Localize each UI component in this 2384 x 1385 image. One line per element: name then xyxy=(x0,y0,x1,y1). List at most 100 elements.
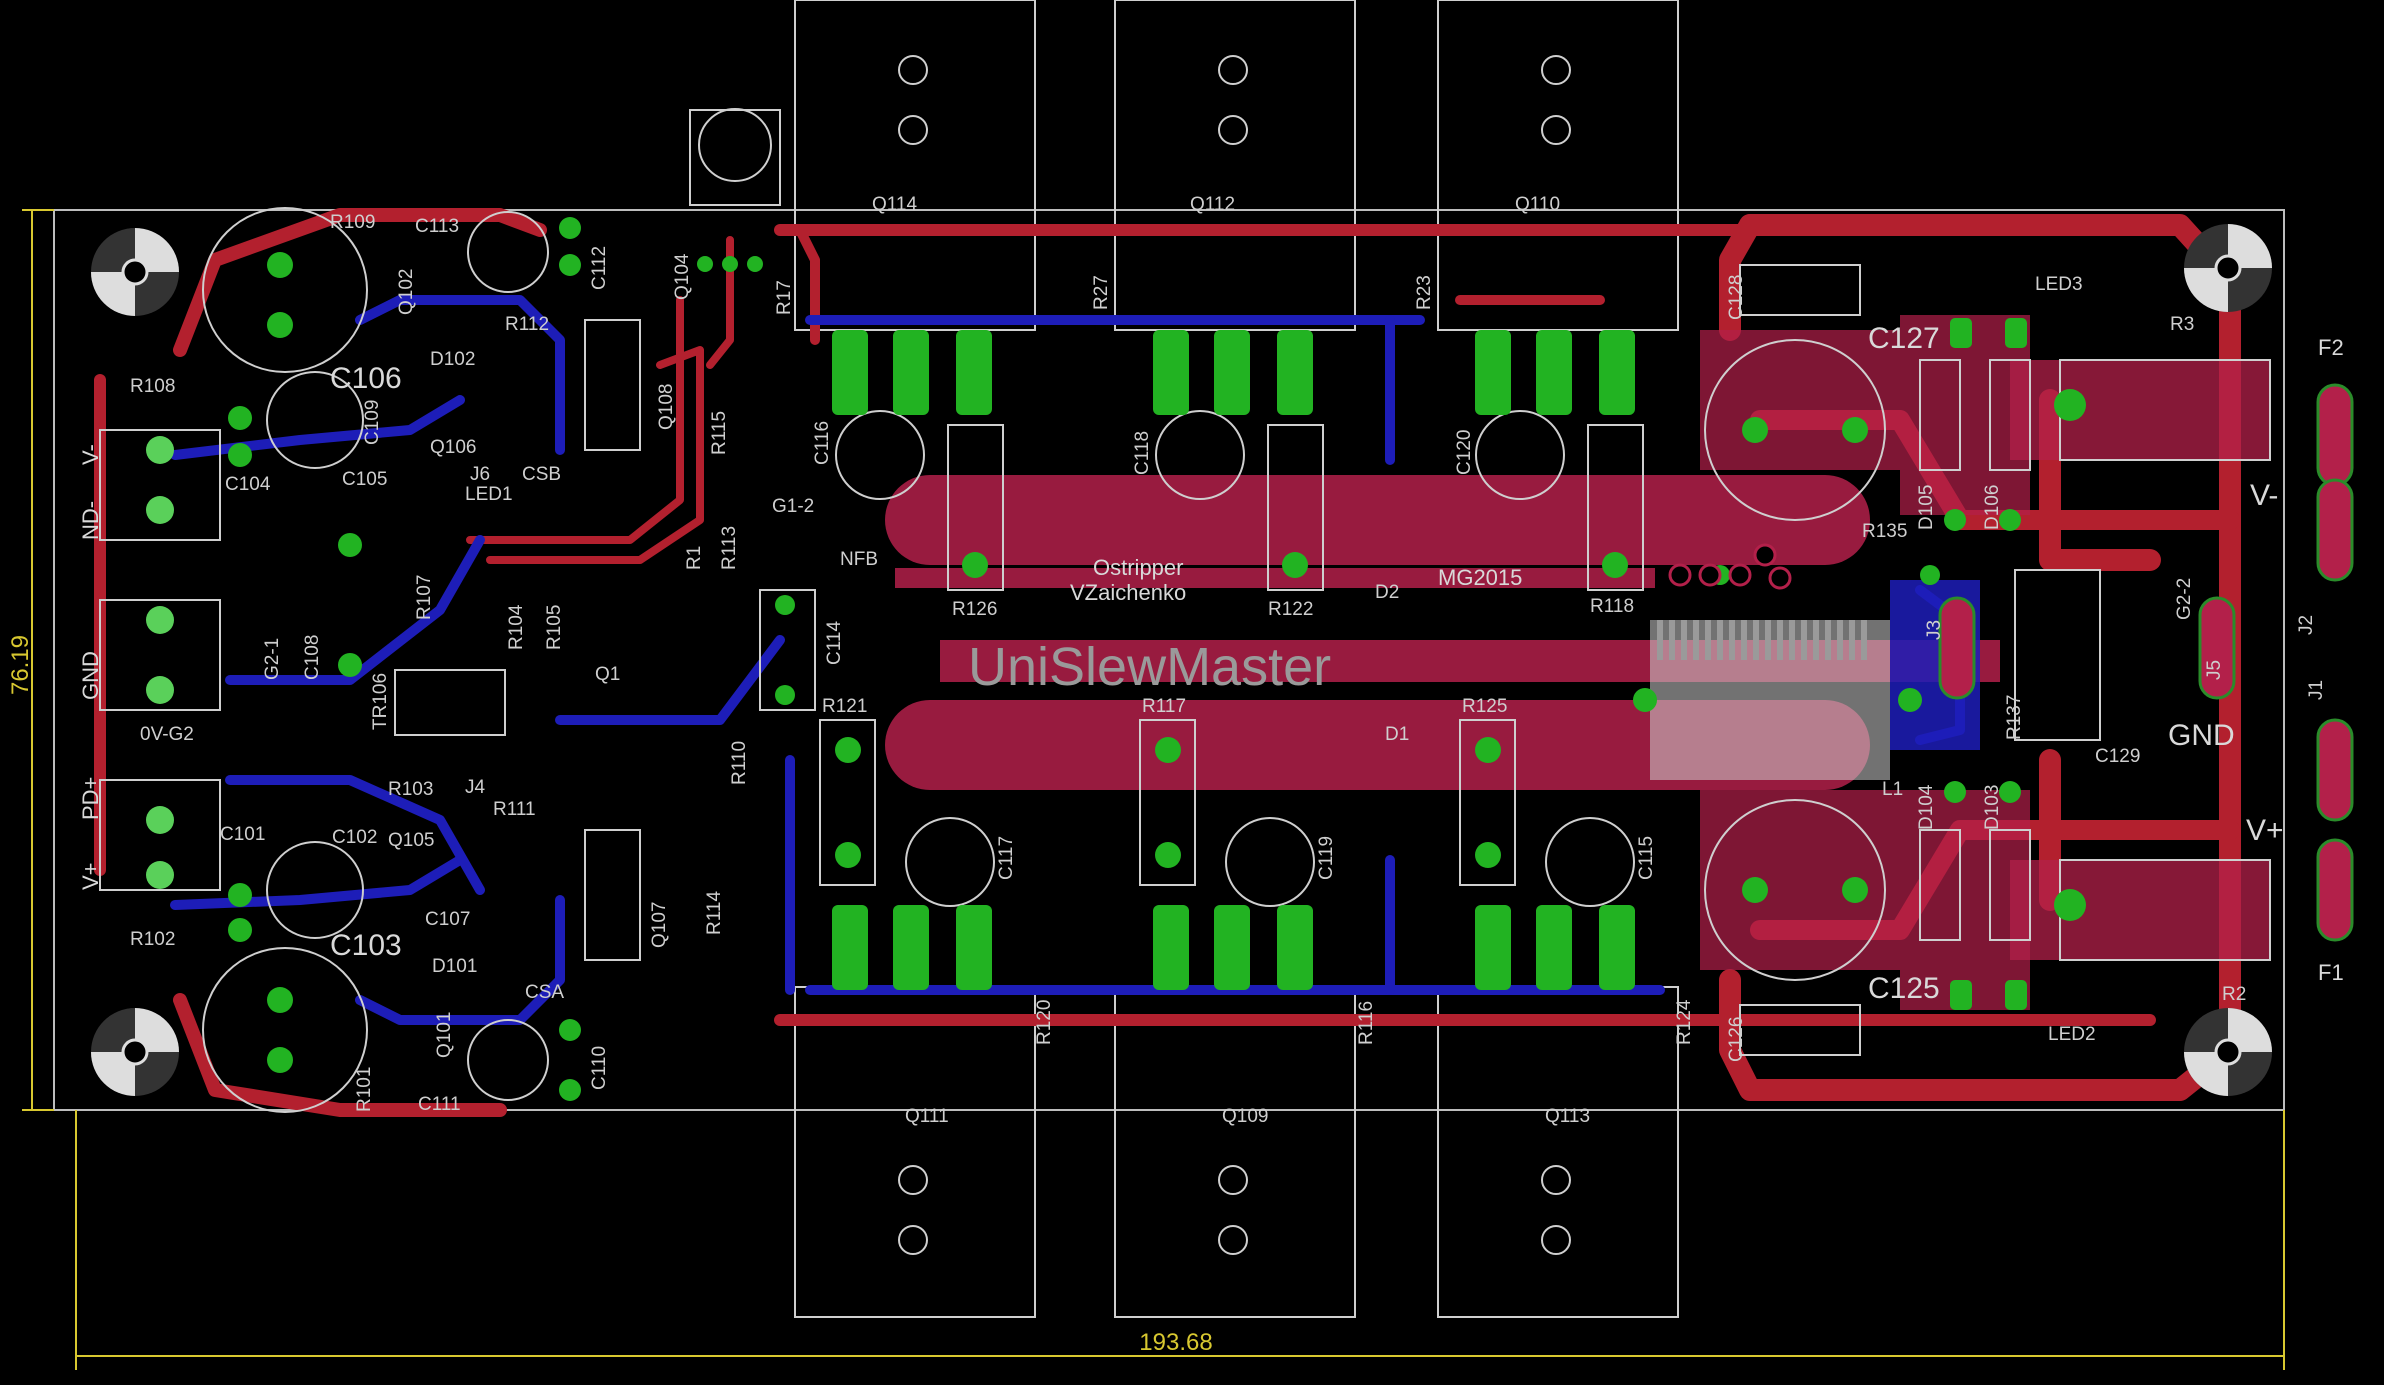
label-c106: C106 xyxy=(330,362,402,395)
label-c128: C128 xyxy=(1726,275,1747,320)
label-r17: R17 xyxy=(774,280,795,315)
board-width-dimension: 193.68 xyxy=(1139,1329,1212,1356)
label-c120: C120 xyxy=(1454,430,1475,475)
label-r113: R113 xyxy=(719,526,740,570)
ov-g2-label: 0V-G2 xyxy=(140,724,194,745)
label-r135: R135 xyxy=(1862,521,1907,542)
label-j4: J4 xyxy=(465,777,486,798)
mounting-hole-icon xyxy=(91,1008,179,1096)
label-r121: R121 xyxy=(822,696,867,717)
label-r27: R27 xyxy=(1091,275,1112,310)
label-c108: C108 xyxy=(302,635,323,680)
label-led1: LED1 xyxy=(465,484,513,505)
label-q102: Q102 xyxy=(396,269,417,315)
label-r108: R108 xyxy=(130,376,175,397)
author-line-2: VZaichenko xyxy=(1070,580,1186,605)
g1-2-label: G1-2 xyxy=(772,496,814,517)
label-csb: CSB xyxy=(522,464,561,485)
label-d104: D104 xyxy=(1916,784,1937,830)
label-c103: C103 xyxy=(330,929,402,962)
v-minus-left-label: V- xyxy=(78,444,103,465)
label-c111: C111 xyxy=(418,1094,461,1115)
label-d106: D106 xyxy=(1982,485,2003,530)
capacitor-outlines xyxy=(202,108,1886,1113)
mounting-hole-icon xyxy=(2184,224,2272,312)
label-r2: R2 xyxy=(2222,984,2246,1005)
label-r102: R102 xyxy=(130,929,175,950)
j1-label: J1 xyxy=(2306,680,2327,700)
label-c126: C126 xyxy=(1726,1017,1747,1062)
board-outline xyxy=(53,209,2285,1111)
component-outlines xyxy=(99,109,2271,1056)
inductor-l1 xyxy=(1650,620,1890,780)
mounting-hole-icon xyxy=(91,228,179,316)
g2-2-label: G2-2 xyxy=(2174,578,2195,620)
label-q106: Q106 xyxy=(430,437,476,458)
label-r120: R120 xyxy=(1034,1000,1055,1045)
label-q108: Q108 xyxy=(656,384,677,430)
nd-label: ND- xyxy=(78,501,103,540)
label-c127: C127 xyxy=(1868,322,1940,355)
label-d103: D103 xyxy=(1982,785,2003,830)
label-j6: J6 xyxy=(470,464,490,485)
label-d101: D101 xyxy=(432,956,477,977)
author-line-1: Ostripper xyxy=(1093,555,1183,580)
pads xyxy=(146,217,2354,1101)
f2-label: F2 xyxy=(2318,335,2344,360)
label-r110: R110 xyxy=(729,741,750,785)
label-r109: R109 xyxy=(330,212,375,233)
label-r1: R1 xyxy=(684,546,705,570)
pd-label: PD+ xyxy=(78,777,103,820)
gnd-right-label: GND xyxy=(2168,719,2235,752)
transistor-bottom-2: Q109 xyxy=(1222,1106,1268,1127)
label-c129: C129 xyxy=(2095,746,2140,767)
label-c118: C118 xyxy=(1132,431,1153,475)
mounting-holes xyxy=(91,224,2272,1096)
screw-holes xyxy=(898,55,1571,1255)
label-q1: Q1 xyxy=(595,664,620,685)
transistor-top-1: Q114 xyxy=(872,194,918,215)
v-plus-right-label: V+ xyxy=(2246,814,2284,847)
label-c109: C109 xyxy=(362,400,383,445)
label-c107: C107 xyxy=(425,909,470,930)
component-labels: R109 C113 Q102 R108 D102 R112 C112 Q104 … xyxy=(130,212,2246,1115)
label-d105: D105 xyxy=(1916,485,1937,530)
transistor-bottom-3: Q113 xyxy=(1545,1106,1590,1127)
label-c119: C119 xyxy=(1316,836,1337,880)
label-c115: C115 xyxy=(1636,836,1657,880)
label-c105: C105 xyxy=(342,469,387,490)
label-r118: R118 xyxy=(1590,596,1634,617)
label-c125: C125 xyxy=(1868,972,1940,1005)
label-r107: R107 xyxy=(414,575,435,620)
label-c112: C112 xyxy=(589,246,610,290)
v-minus-right-label: V- xyxy=(2250,479,2278,512)
label-tr106: TR106 xyxy=(370,673,391,730)
gnd-left-label: GND xyxy=(78,651,103,700)
label-r104: R104 xyxy=(506,604,527,650)
label-led2: LED2 xyxy=(2048,1024,2096,1045)
label-c110: C110 xyxy=(589,1046,610,1090)
label-r126: R126 xyxy=(952,599,997,620)
label-r103: R103 xyxy=(388,779,433,800)
mounting-hole-icon xyxy=(2184,1008,2272,1096)
label-l1: L1 xyxy=(1882,779,1903,800)
label-r122: R122 xyxy=(1268,599,1313,620)
label-r137: R137 xyxy=(2004,695,2025,740)
label-r114: R114 xyxy=(704,891,725,935)
label-csa: CSA xyxy=(525,982,564,1003)
label-r125: R125 xyxy=(1462,696,1507,717)
dimension-lines xyxy=(22,209,2285,1370)
f1-label: F1 xyxy=(2318,960,2344,985)
transistor-top-2: Q112 xyxy=(1190,194,1235,215)
label-q101: Q101 xyxy=(434,1012,455,1058)
label-c114: C114 xyxy=(824,621,845,665)
v-plus-left-label: V+ xyxy=(78,862,103,890)
board-height-dimension: 76.19 xyxy=(7,635,34,695)
label-r117: R117 xyxy=(1142,696,1186,717)
label-d1: D1 xyxy=(1385,724,1409,745)
label-c104: C104 xyxy=(225,474,271,495)
transistor-top-3: Q110 xyxy=(1515,194,1560,215)
label-q105: Q105 xyxy=(388,830,434,851)
revision-label: MG2015 xyxy=(1438,565,1522,590)
